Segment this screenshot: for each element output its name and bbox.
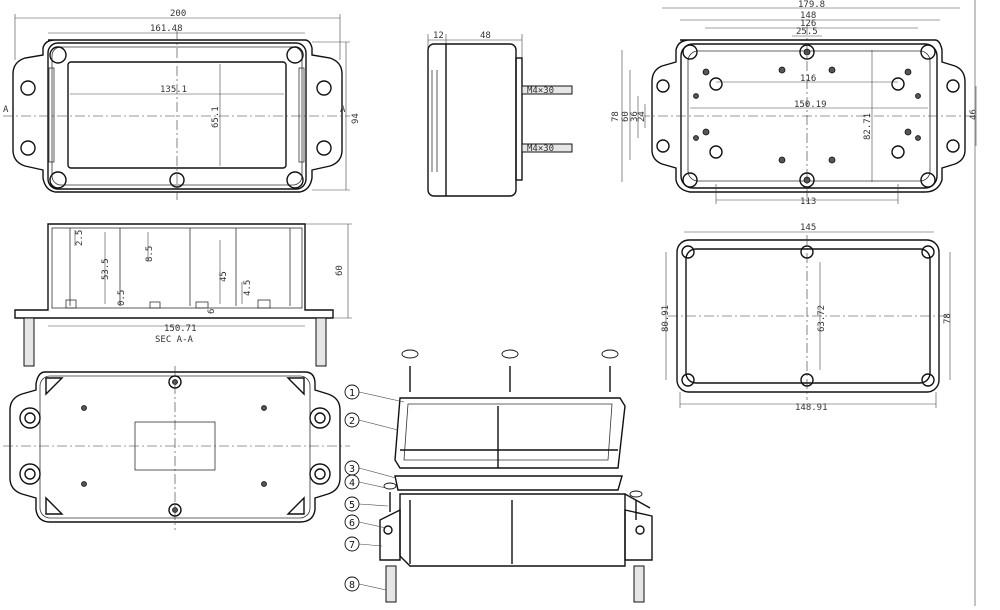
dim-v6: 46 bbox=[969, 109, 979, 120]
dim-span-b: 126 bbox=[800, 19, 816, 29]
dim-overall-height: 94 bbox=[351, 113, 361, 124]
dim-lid-height-mid: 63.72 bbox=[817, 305, 827, 332]
dim-v3: 36 bbox=[630, 111, 640, 122]
balloon-3: 3 bbox=[349, 464, 355, 475]
dim-span-a: 148 bbox=[800, 11, 816, 21]
dim-wall: 2.5 bbox=[75, 230, 85, 246]
dim-depth-c: 45 bbox=[219, 271, 229, 282]
dim-span-e: 150.19 bbox=[794, 100, 827, 110]
dim-v1: 78 bbox=[611, 111, 621, 122]
dim-v2: 60 bbox=[621, 111, 631, 122]
dim-depth-d: 4.5 bbox=[243, 280, 253, 296]
hole-view: 179.8 148 126 25.5 bbox=[611, 0, 979, 207]
lid-view: 145 80.91 63.72 78 148.91 bbox=[661, 223, 953, 413]
anchor-label-bottom: M4×30 bbox=[527, 144, 554, 154]
dim-depth-a: 53.5 bbox=[101, 258, 111, 280]
dim-lid-height-right: 78 bbox=[943, 313, 953, 324]
dim-overall-hv: 179.8 bbox=[798, 0, 825, 10]
dim-span-f: 113 bbox=[800, 197, 816, 207]
dim-inner-width: 161.48 bbox=[150, 24, 183, 34]
dim-depth-b: 8.5 bbox=[145, 246, 155, 262]
dim-span-d: 116 bbox=[800, 74, 816, 84]
section-caption: SEC A-A bbox=[155, 335, 194, 345]
dim-v4: 24 bbox=[637, 111, 647, 122]
anchor-label-top: M4×30 bbox=[527, 86, 554, 96]
dim-inner-length: 135.1 bbox=[160, 85, 187, 95]
section-mark-left: A bbox=[3, 105, 9, 115]
bottom-view bbox=[3, 366, 350, 530]
dim-width: 150.71 bbox=[164, 324, 197, 334]
section-mark-right: A bbox=[340, 105, 346, 115]
exploded-view: 1 2 3 4 5 6 7 8 bbox=[344, 349, 653, 603]
dim-lid-width-bottom: 148.91 bbox=[795, 403, 828, 413]
side-view: 12 48 M4×30 M4×30 bbox=[427, 31, 573, 197]
balloon-2: 2 bbox=[349, 416, 355, 427]
dim-flange: 12 bbox=[433, 31, 444, 41]
dim-gap-b: 6 bbox=[207, 309, 217, 314]
balloon-6: 6 bbox=[349, 518, 355, 529]
balloon-4: 4 bbox=[349, 478, 355, 489]
balloon-8: 8 bbox=[349, 580, 355, 591]
dim-lid-width-top: 145 bbox=[800, 223, 816, 233]
section-view: 2.5 53.5 8.5 45 4.5 0.5 6 60 150.71 SEC … bbox=[14, 223, 352, 367]
balloon-7: 7 bbox=[349, 540, 355, 551]
balloon-5: 5 bbox=[349, 500, 355, 511]
dim-overall-width: 200 bbox=[170, 9, 186, 19]
dim-v5: 82.71 bbox=[863, 113, 873, 140]
dim-inner-height: 65.1 bbox=[211, 106, 221, 128]
dim-gap-a: 0.5 bbox=[117, 290, 127, 306]
balloon-1: 1 bbox=[349, 388, 355, 399]
dim-height: 60 bbox=[335, 265, 345, 276]
dim-depth: 48 bbox=[480, 31, 491, 41]
top-view: 200 161.48 A A 135.1 65.1 94 bbox=[3, 9, 361, 200]
dim-lid-height-left: 80.91 bbox=[661, 305, 671, 332]
